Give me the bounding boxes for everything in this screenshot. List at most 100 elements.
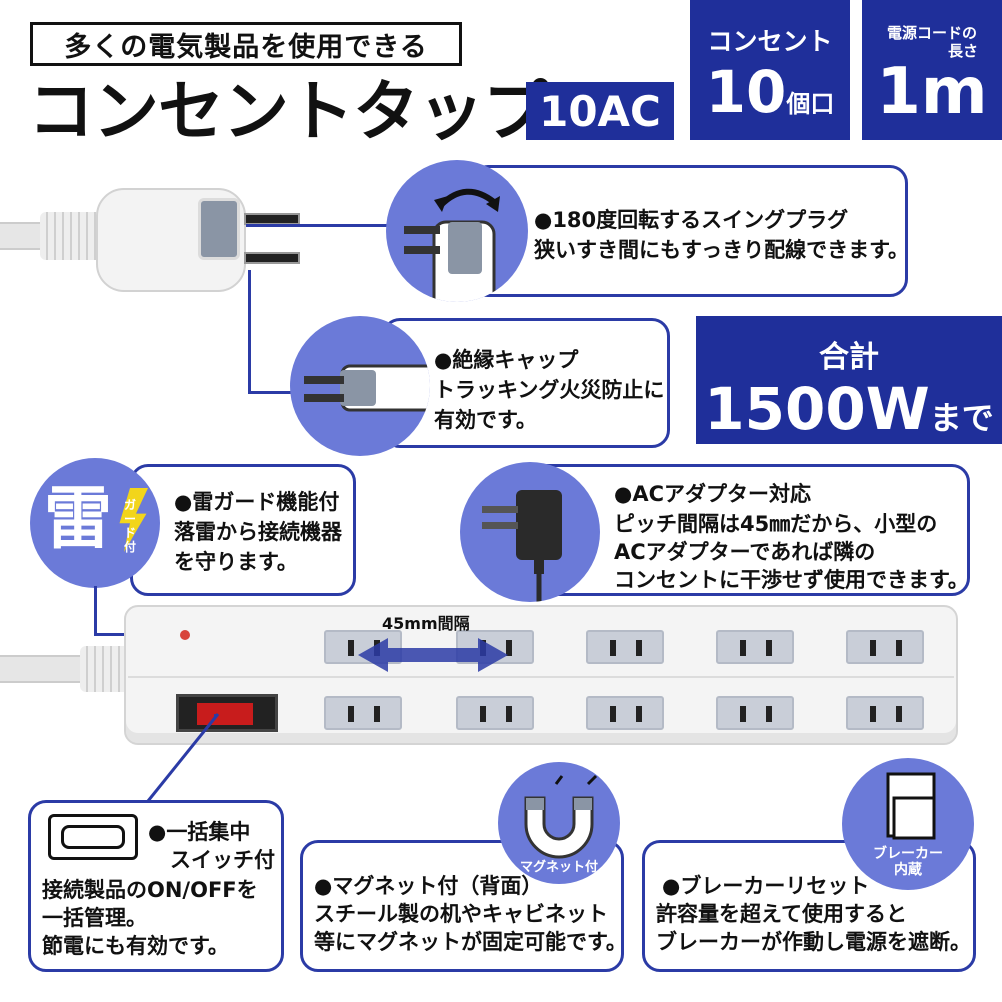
magnet-desc-2: 等にマグネットが固定可能です。 [314,930,627,954]
connector-line [248,270,251,394]
swing-plug-illustration [404,188,500,302]
outlet-slot [506,640,512,656]
outlet-slot [348,706,354,722]
switch-desc-3: 節電にも有効です。 [42,934,229,958]
magnet-icon [524,774,598,859]
outlet-slot [870,640,876,656]
outlet-count-box: コンセント 10個口 [690,0,850,140]
breaker-desc-1: 許容量を超えて使用すると [656,902,907,926]
swing-plug-circle [386,160,528,302]
strip-cord-boot [80,646,132,692]
switch-desc-2: 一括管理。 [42,906,147,930]
cord-length-box: 電源コードの 長さ 1m [862,0,1002,140]
outlet-slot [740,706,746,722]
ac-adapter-icon [482,490,562,602]
outlet-slot [374,706,380,722]
outlet-slot [348,640,354,656]
swing-plug-desc: 狭いすき間にもすっきり配線できます。 [534,238,910,262]
breaker-icon [886,772,936,840]
subtitle-box: 多くの電気製品を使用できる [30,22,462,66]
subtitle: 多くの電気製品を使用できる [64,31,428,63]
breaker-badge-2: 内蔵 [894,862,922,878]
outlet-slot [636,640,642,656]
connector-line [94,586,97,636]
ac-badge-label: 10AC [539,86,661,136]
switch-desc-1: 接続製品のON/OFFを [42,878,258,902]
total-watt-label: 合計 [819,340,879,375]
thunder-guard-circle: 雷 ガード付 [30,458,160,588]
outlet-slot [740,640,746,656]
thunder-guard-desc-2: を守ります。 [174,550,298,574]
ac-adapter-desc-3: コンセントに干渉せず使用できます。 [614,568,969,592]
outlet-slot [636,706,642,722]
ac-adapter-title: ●ACアダプター対応 [614,482,811,506]
total-watt-suffix: まで [929,399,994,437]
connector-line [246,224,396,227]
cap-plug-illustration [304,364,430,412]
outlet-count-unit: 個口 [786,90,835,118]
outlet[interactable] [846,630,924,664]
plug-swing-head [198,198,240,260]
outlet-slot [896,706,902,722]
ac-badge: 10AC [526,82,674,140]
outlet-slot [766,706,772,722]
ac-adapter-circle [460,462,600,602]
outlet[interactable] [456,696,534,730]
outlet-slot [870,706,876,722]
spacing-arrow [358,638,508,672]
thunder-indicator-light [180,630,190,640]
outlet-slot [896,640,902,656]
plug-prong-bottom [244,252,300,264]
total-watt-box: 合計 1500Wまで [696,316,1002,444]
spacing-label: 45mm間隔 [382,614,470,633]
outlet-slot [610,706,616,722]
switch-connector-line [142,713,220,807]
thunder-guard-tag: ガード付 [124,498,137,554]
power-switch-rocker[interactable] [197,703,253,725]
outlet-slot [480,706,486,722]
ac-adapter-desc-1: ピッチ間隔は45㎜だから、小型の [614,512,938,536]
cord-length-label-2: 長さ [947,42,978,60]
thunder-icon: 雷 [44,480,113,559]
outlet-count-value: 10 [705,58,787,126]
cord-length-value: 1m [876,55,988,129]
ac-adapter-desc-2: ACアダプターであれば隣の [614,540,876,564]
swing-plug-card [470,165,908,297]
breaker-card [642,840,976,972]
outlet-slot [610,640,616,656]
switch-title-1: ●一括集中 [148,820,251,844]
outlet[interactable] [586,630,664,664]
breaker-desc-2: ブレーカーが作動し電源を遮断。 [656,930,971,954]
ac-adapter-card [528,464,970,596]
power-switch[interactable] [176,694,278,732]
cap-desc-2: 有効です。 [434,408,537,432]
breaker-circle: ブレーカー 内蔵 [842,758,974,890]
outlet-slot [506,706,512,722]
page-title: コンセントタップ [28,73,549,150]
outlet[interactable] [716,696,794,730]
outlet[interactable] [716,630,794,664]
cap-circle [290,316,430,456]
magnet-desc-1: スチール製の机やキャビネット [314,902,608,926]
breaker-title: ●ブレーカーリセット [662,874,870,898]
thunder-guard-title: ●雷ガード機能付 [174,490,340,514]
outlet[interactable] [324,696,402,730]
power-strip-divider [128,676,954,678]
swing-plug-title: ●180度回転するスイングプラグ [534,208,849,232]
thunder-guard-card [130,464,356,596]
magnet-circle: マグネット付 [498,762,620,884]
cap-title: ●絶縁キャップ [434,348,579,372]
switch-card [28,800,284,972]
cord-length-label-1: 電源コードの [886,24,977,42]
outlet[interactable] [586,696,664,730]
outlet[interactable] [846,696,924,730]
outlet-slot [766,640,772,656]
switch-icon [48,814,138,860]
cap-desc-1: トラッキング火災防止に [434,378,665,402]
outlet-count-label: コンセント [707,27,833,56]
switch-title-2: スイッチ付 [170,848,275,872]
connector-line [248,391,296,394]
magnet-badge: マグネット付 [519,860,598,875]
thunder-guard-desc-1: 落雷から接続機器 [174,520,342,544]
magnet-title: ●マグネット付（背面） [314,874,543,898]
